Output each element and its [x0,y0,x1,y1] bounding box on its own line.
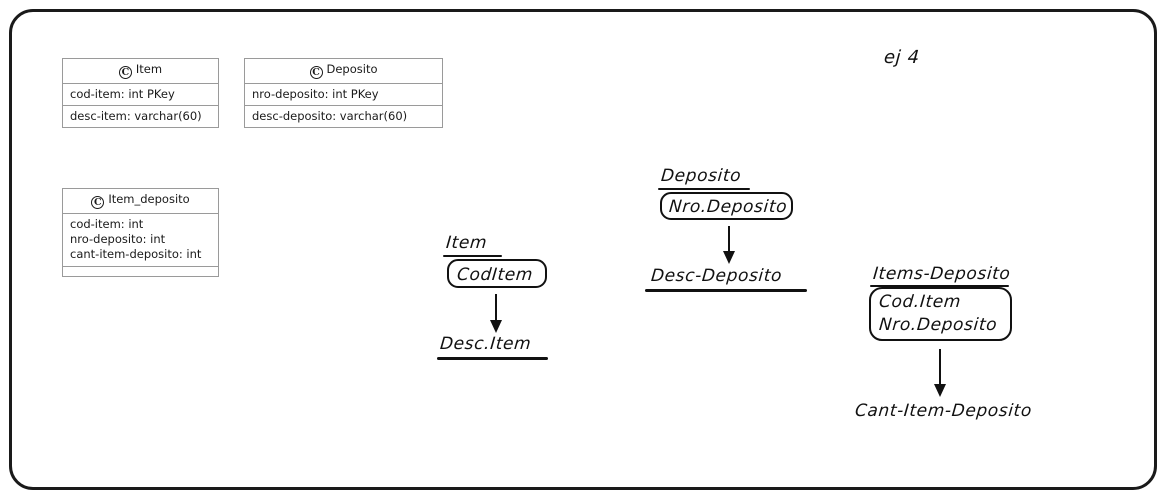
class-stereotype-icon: C [91,196,105,209]
fd-dependent-underline [645,289,807,292]
uml-class-name: Item [135,62,163,76]
uml-empty-compartment [63,267,218,276]
fd-relation-underline [443,255,502,257]
fd-dependent-deposito: Desc-Deposito [650,266,783,286]
fd-determinant-box-item[interactable]: CodItem [447,259,547,288]
uml-attribute-row: nro-deposito: int PKey [245,84,442,106]
fd-arrow-shaft [495,294,498,323]
uml-class-name: Deposito [326,62,378,76]
fd-relation-underline [658,188,750,190]
fd-arrow-shaft [939,349,942,387]
exercise-label: ej 4 [883,47,921,68]
uml-attribute-row: desc-deposito: varchar(60) [252,109,408,123]
fd-relation-underline [870,285,1009,287]
uml-class-name: Item_deposito [108,192,190,206]
fd-arrow-head [722,251,735,264]
uml-attribute-row: desc-item: varchar(60) [70,109,202,123]
fd-dependent-item: Desc.Item [439,334,533,354]
fd-arrow-shaft [728,226,731,254]
fd-determinant-box-items-deposito[interactable]: Cod.Item Nro.Deposito [869,287,1012,341]
fd-relation-label-items-deposito: Items-Deposito [872,264,1012,284]
fd-relation-label-deposito: Deposito [660,166,743,186]
fd-determinant-attribute: Nro.Deposito [878,315,999,335]
fd-arrow-head [489,320,502,333]
fd-determinant-attribute: Nro.Deposito [668,197,789,217]
fd-relation-label-item: Item [445,233,488,253]
fd-determinant-attribute: CodItem [456,265,534,285]
uml-attribute-row: cod-item: int PKey [63,84,218,106]
fd-arrow-head [933,384,946,397]
fd-dependent-underline [437,357,548,360]
fd-dependent-items-deposito: Cant-Item-Deposito [854,401,1033,421]
class-stereotype-icon: C [118,66,132,79]
uml-attribute-row: nro-deposito: int [70,232,166,246]
class-stereotype-icon: C [309,66,323,79]
uml-attribute-row: cod-item: int [70,217,144,231]
uml-attribute-row: cant-item-deposito: int [70,247,202,261]
fd-determinant-box-deposito[interactable]: Nro.Deposito [660,192,793,220]
uml-attribute-compartment: cod-item: int nro-deposito: int cant-ite… [63,214,218,267]
fd-determinant-attribute: Cod.Item [878,292,962,312]
